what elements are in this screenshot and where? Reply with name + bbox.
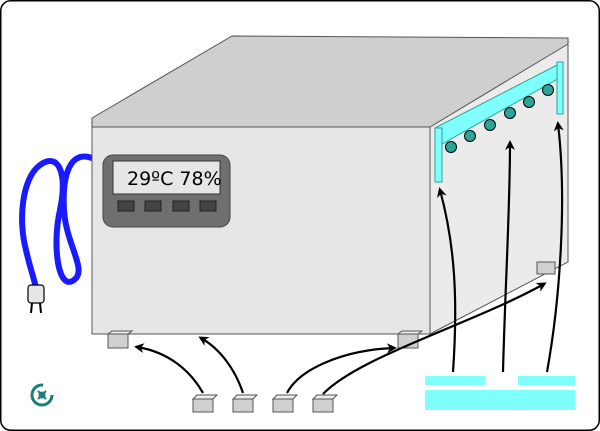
spare-feet — [191, 394, 339, 413]
arrow-strip-to-right-bracket — [545, 121, 564, 373]
spare-foot-4 — [311, 394, 339, 413]
arrow-foot3-to-front-right — [286, 343, 397, 394]
assembly-arrows — [134, 121, 564, 395]
spare-strip-long — [425, 390, 575, 410]
spare-strip-short-right — [518, 376, 575, 385]
display-screen — [112, 160, 221, 195]
spare-strip-short-left — [425, 376, 485, 385]
spare-foot-2 — [231, 394, 259, 413]
foot-front-right — [396, 330, 424, 349]
bulb — [523, 96, 535, 108]
bulb — [484, 119, 496, 131]
panel-button-3[interactable] — [172, 200, 190, 212]
foot-back-right — [536, 261, 556, 275]
cabinet-lid-edge — [91, 35, 569, 128]
light-strip — [434, 61, 564, 183]
bulb — [504, 107, 516, 119]
panel-button-2[interactable] — [144, 200, 162, 212]
arrow-strip-to-bulbs — [501, 140, 515, 373]
spare-light-strips — [425, 376, 575, 410]
panel-button-4[interactable] — [199, 200, 217, 212]
arrow-foot4-to-back-right — [322, 282, 547, 395]
arrow-strip-to-left-bracket — [437, 187, 457, 373]
light-strip-right-bracket — [556, 61, 564, 115]
power-cable — [19, 153, 95, 291]
arrow-foot2-to-front-left — [198, 336, 245, 394]
cabinet — [90, 35, 570, 335]
spare-foot-1 — [191, 394, 219, 413]
bulb — [542, 84, 554, 96]
bulb — [464, 130, 476, 142]
light-strip-left-bracket — [434, 127, 443, 183]
spare-foot-3 — [271, 394, 299, 413]
bulb — [445, 141, 457, 153]
recycle-logo-icon — [30, 383, 54, 407]
power-plug-icon — [27, 284, 45, 314]
display-reading: 29ºC 78% — [127, 168, 222, 190]
cabinet-feet — [106, 261, 556, 349]
panel-button-1[interactable] — [117, 200, 135, 212]
cabinet-front — [91, 121, 431, 335]
foot-front-left — [106, 330, 134, 349]
cable-wire — [19, 153, 95, 291]
arrow-foot1-to-front-left — [134, 343, 204, 394]
control-panel: 29ºC 78% — [102, 154, 231, 228]
